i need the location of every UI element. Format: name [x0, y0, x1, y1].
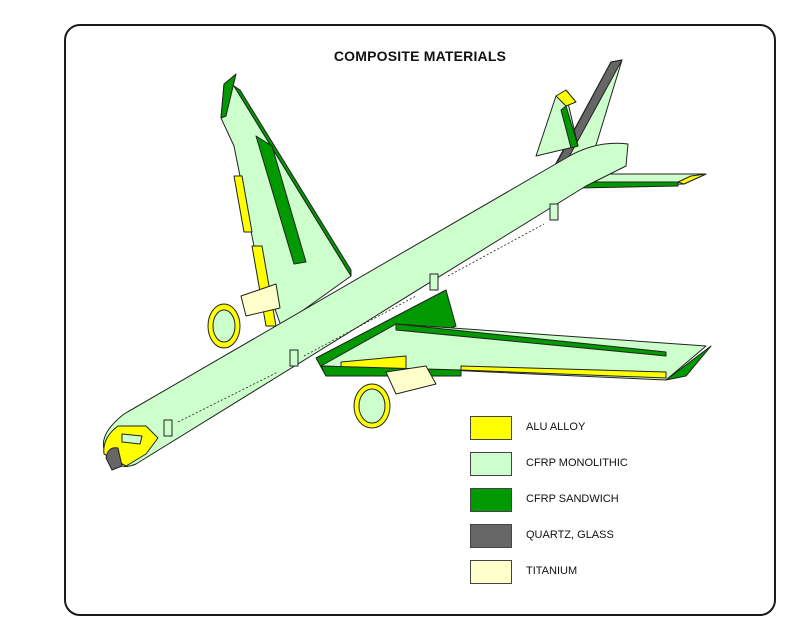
- diagram-title: COMPOSITE MATERIALS: [333, 48, 507, 64]
- left-engine-inlet: [212, 309, 236, 343]
- legend-item-cfrp-sandwich: CFRP SANDWICH: [470, 488, 690, 512]
- left-wing-slat-1: [233, 175, 253, 233]
- legend-item-cfrp-monolithic: CFRP MONOLITHIC: [470, 452, 690, 476]
- right-stabilizer-tip: [677, 173, 707, 185]
- right-engine-pylon: [385, 365, 437, 395]
- legend-label: QUARTZ, GLASS: [526, 529, 614, 541]
- cabin-windows: [177, 223, 545, 423]
- legend-swatch: [470, 488, 512, 512]
- legend-swatch: [470, 560, 512, 584]
- legend-label: ALU ALLOY: [526, 421, 586, 433]
- right-engine-inlet: [358, 388, 386, 424]
- left-wing-flap: [255, 135, 307, 265]
- door-2: [289, 349, 299, 367]
- legend-item-titanium: TITANIUM: [470, 560, 690, 584]
- aircraft-diagram: [102, 59, 712, 471]
- legend-swatch: [470, 524, 512, 548]
- right-wing-leading-edge: [395, 323, 667, 357]
- right-wing-slats: [460, 365, 667, 379]
- door-1: [163, 419, 173, 437]
- legend-label: CFRP MONOLITHIC: [526, 457, 628, 469]
- legend-label: CFRP SANDWICH: [526, 493, 619, 505]
- left-winglet: [220, 73, 237, 119]
- legend-swatch: [470, 452, 512, 476]
- legend-item-alu-alloy: ALU ALLOY: [470, 416, 690, 440]
- left-stabilizer-tip: [555, 89, 577, 107]
- door-4: [549, 203, 559, 221]
- right-wing-winglet: [665, 345, 712, 381]
- left-engine-pylon: [240, 283, 281, 317]
- legend-label: TITANIUM: [526, 565, 578, 577]
- door-3: [429, 273, 439, 291]
- legend-swatch: [470, 416, 512, 440]
- diagram-frame: COMPOSITE MATERIALS: [64, 24, 776, 616]
- legend-item-quartz-glass: QUARTZ, GLASS: [470, 524, 690, 548]
- cockpit-window: [121, 433, 143, 445]
- left-stabilizer-edge: [560, 105, 579, 149]
- left-wing-leading-edge: [233, 85, 352, 277]
- radome: [105, 447, 123, 471]
- fuselage: [102, 142, 629, 467]
